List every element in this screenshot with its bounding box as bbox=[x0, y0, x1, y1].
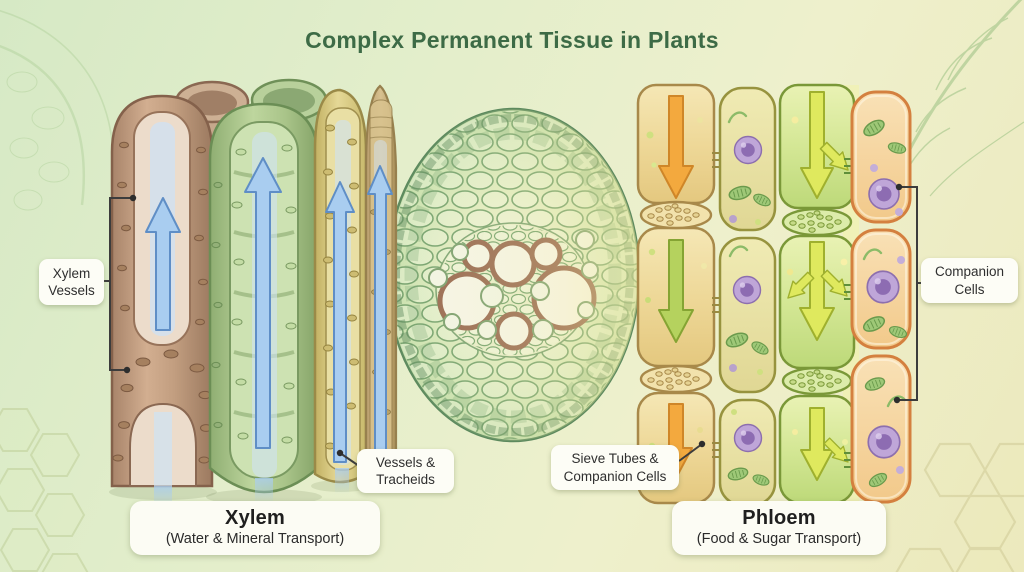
nucleus bbox=[733, 135, 763, 165]
callout-sieve-tubes-label: Sieve Tubes & Companion Cells bbox=[563, 451, 667, 484]
food-flow-arrow-orange bbox=[658, 95, 694, 199]
nucleus bbox=[868, 178, 900, 210]
water-flow-arrow bbox=[244, 157, 282, 449]
nucleus bbox=[866, 270, 900, 304]
phloem-caption: Phloem (Food & Sugar Transport) bbox=[672, 501, 886, 555]
callout-vessels-tracheids: Vessels & Tracheids bbox=[357, 449, 454, 493]
pits-outer bbox=[211, 181, 223, 429]
companion-cells-inner bbox=[718, 86, 777, 507]
honeycomb-watermark-bottom-left bbox=[0, 408, 89, 572]
nucleus bbox=[732, 275, 762, 305]
xylem-vessel-green bbox=[208, 102, 320, 504]
water-stream bbox=[255, 478, 273, 504]
phloem-illustration bbox=[636, 83, 912, 507]
callout-companion-cells-label: Companion Cells bbox=[934, 264, 1005, 297]
sieve-tubes-leader bbox=[678, 443, 703, 462]
nucleus bbox=[867, 425, 901, 459]
xylem-illustration bbox=[109, 78, 398, 508]
companion-cells-outer bbox=[850, 90, 912, 504]
callout-vessels-tracheids-label: Vessels & Tracheids bbox=[375, 454, 436, 487]
phloem-caption-title: Phloem bbox=[742, 507, 816, 529]
sieve-plate bbox=[781, 207, 853, 237]
vesicles bbox=[786, 116, 848, 445]
water-stream bbox=[335, 468, 349, 494]
phloem-caption-subtitle: (Food & Sugar Transport) bbox=[696, 531, 862, 547]
food-flow-arrows bbox=[781, 91, 856, 481]
xylem-caption-subtitle: (Water & Mineral Transport) bbox=[165, 531, 345, 547]
xylem-vessels-leader bbox=[103, 197, 133, 371]
sieve-plate bbox=[639, 364, 713, 394]
food-flow-arrow-green bbox=[658, 239, 694, 343]
xylem-vessel-brown bbox=[110, 94, 214, 508]
xylem-caption: Xylem (Water & Mineral Transport) bbox=[130, 501, 380, 555]
water-flow-arrow bbox=[325, 181, 355, 463]
callout-companion-cells: Companion Cells bbox=[921, 258, 1018, 303]
honeycomb-watermark-bottom-right bbox=[895, 442, 1024, 572]
pits bbox=[231, 144, 297, 444]
water-flow-arrow bbox=[145, 197, 181, 331]
sieve-plate bbox=[639, 200, 713, 230]
sieve-tube-right bbox=[778, 83, 856, 505]
callout-xylem-vessels: Xylem Vessels bbox=[39, 259, 104, 305]
striations bbox=[369, 116, 393, 139]
nucleus bbox=[733, 423, 763, 453]
xylem-caption-title: Xylem bbox=[225, 507, 285, 529]
stem-cross-section-illustration bbox=[385, 107, 641, 443]
page-title: Complex Permanent Tissue in Plants bbox=[305, 27, 719, 53]
sieve-plate bbox=[781, 366, 853, 396]
callout-sieve-tubes-companion-cells: Sieve Tubes & Companion Cells bbox=[551, 445, 679, 490]
pits bbox=[112, 141, 212, 464]
sieve-tube-left bbox=[636, 83, 723, 505]
xylem-tracheid-tan bbox=[364, 84, 398, 479]
callout-xylem-vessels-label: Xylem Vessels bbox=[48, 265, 95, 298]
xylem-tracheid-yellow bbox=[313, 88, 368, 494]
